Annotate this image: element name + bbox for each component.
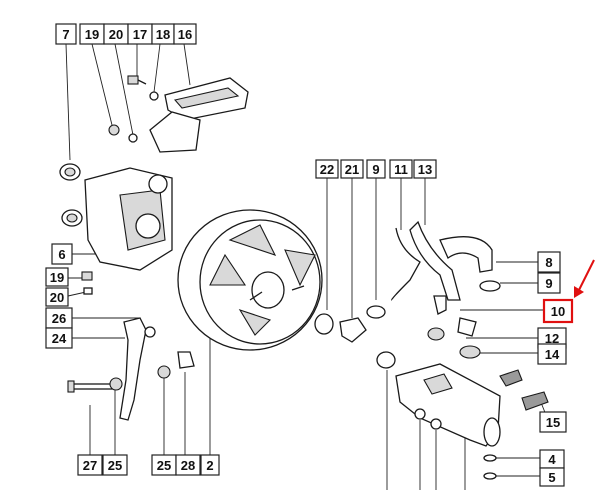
bushing-part-25b: [157, 365, 171, 379]
svg-text:5: 5: [548, 470, 555, 485]
seal-part-5: [483, 472, 497, 480]
svg-text:6: 6: [58, 247, 65, 262]
svg-text:20: 20: [109, 27, 123, 42]
svg-text:24: 24: [52, 331, 67, 346]
elbow-part-12: [457, 317, 477, 337]
svg-text:25: 25: [157, 458, 171, 473]
svg-text:28: 28: [181, 458, 195, 473]
svg-text:18: 18: [156, 27, 170, 42]
callout-12: 12: [537, 327, 567, 349]
svg-text:17: 17: [133, 27, 147, 42]
callout-17: 17: [127, 23, 153, 45]
svg-text:13: 13: [418, 162, 432, 177]
callout-6: 6: [51, 243, 73, 265]
hoses-part-11-13: [391, 220, 493, 301]
callout-11: 11: [389, 159, 413, 179]
callout-27: 27: [77, 454, 103, 476]
brake-booster-part-2: [177, 209, 323, 351]
highlight-arrow-icon: [574, 259, 595, 298]
bolt-part-17: [127, 75, 147, 85]
svg-text:7: 7: [62, 27, 69, 42]
bracket-part-16: [149, 77, 249, 153]
svg-text:10: 10: [551, 304, 565, 319]
nut-part: [430, 418, 442, 430]
clamp-part-9b: [479, 280, 501, 292]
callout-20-left: 20: [45, 287, 69, 307]
svg-text:22: 22: [320, 162, 334, 177]
callout-13: 13: [413, 159, 437, 179]
callout-9-right: 9: [537, 272, 561, 294]
clamp-part-9a: [366, 305, 386, 319]
callout-19-left: 19: [45, 267, 69, 287]
callout-26: 26: [45, 307, 73, 329]
callout-4: 4: [539, 449, 565, 469]
callout-15: 15: [539, 411, 567, 433]
seal-part-22: [314, 313, 334, 335]
callout-24: 24: [45, 327, 73, 349]
callout-7: 7: [55, 23, 77, 45]
grommet-part-7: [59, 163, 83, 227]
svg-text:26: 26: [52, 311, 66, 326]
lever-part-24: [119, 317, 156, 421]
callout-9-top: 9: [366, 159, 386, 179]
svg-text:27: 27: [83, 458, 97, 473]
svg-text:16: 16: [178, 27, 192, 42]
svg-text:8: 8: [545, 255, 552, 270]
callout-16: 16: [173, 23, 197, 45]
svg-text:21: 21: [345, 162, 359, 177]
nut-washer-upper: [108, 124, 138, 143]
callout-5: 5: [539, 467, 565, 487]
svg-text:20: 20: [50, 290, 64, 305]
callout-8: 8: [537, 251, 561, 273]
callout-25-left: 25: [102, 454, 128, 476]
svg-text:19: 19: [50, 270, 64, 285]
svg-text:12: 12: [545, 331, 559, 346]
svg-text:9: 9: [372, 162, 379, 177]
svg-text:14: 14: [545, 347, 560, 362]
svg-text:19: 19: [85, 27, 99, 42]
switch-part-15: [499, 369, 549, 411]
svg-text:15: 15: [546, 415, 560, 430]
master-cylinder: [395, 363, 501, 447]
pin-part-27: [67, 380, 113, 393]
ring-part: [376, 351, 396, 369]
callout-20-top: 20: [103, 23, 129, 45]
svg-text:4: 4: [548, 452, 556, 467]
mounting-bracket-part-6: [84, 167, 173, 271]
nut-washer-lower: [81, 271, 93, 295]
callout-18: 18: [151, 23, 175, 45]
svg-text:11: 11: [394, 162, 408, 177]
callout-19-top: 19: [79, 23, 105, 45]
callout-21: 21: [340, 159, 364, 179]
callout-2: 2: [200, 454, 220, 476]
bushing-part-25a: [109, 377, 123, 391]
callout-28: 28: [175, 454, 201, 476]
grommet-part-14: [459, 345, 481, 359]
leader-lines: [65, 43, 549, 490]
seal-part-4: [483, 454, 497, 462]
washer-part-18: [149, 91, 159, 101]
svg-text:2: 2: [206, 458, 213, 473]
svg-text:9: 9: [545, 276, 552, 291]
callout-22: 22: [315, 159, 339, 179]
nut-part: [414, 408, 426, 420]
elbow-fitting-part-21: [339, 317, 367, 343]
clip-part-28: [177, 351, 195, 369]
callout-14: 14: [537, 343, 567, 365]
seal-part: [427, 327, 445, 341]
callout-10-highlighted: 10: [542, 298, 574, 324]
fitting-part-10: [433, 295, 447, 315]
svg-text:25: 25: [108, 458, 122, 473]
callout-25-right: 25: [151, 454, 177, 476]
